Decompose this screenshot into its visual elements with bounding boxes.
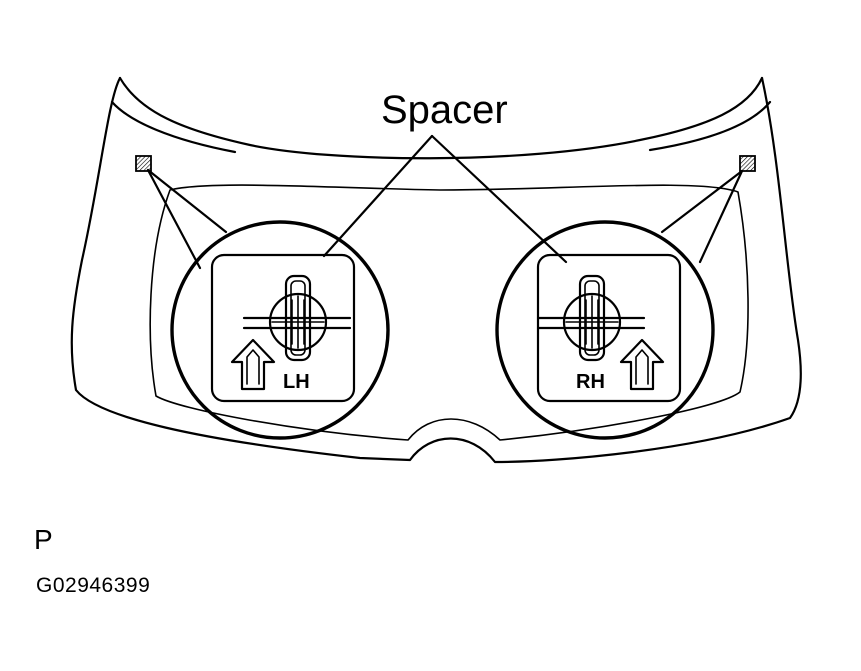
left-marker bbox=[135, 155, 152, 172]
left-detail-circle: LH bbox=[170, 220, 390, 440]
right-magnifier-pointer bbox=[660, 169, 744, 264]
view-letter: P bbox=[34, 524, 53, 555]
figure-code: G02946399 bbox=[36, 574, 151, 597]
left-spacer-clip bbox=[242, 274, 352, 362]
up-arrow-icon bbox=[619, 338, 665, 391]
right-side-label: RH bbox=[576, 371, 605, 393]
left-side-label: LH bbox=[283, 371, 310, 393]
spacer-callout: Spacer bbox=[322, 88, 568, 264]
right-detail-circle: RH bbox=[495, 220, 715, 440]
left-magnifier-pointer bbox=[146, 168, 228, 270]
spacer-callout-label: Spacer bbox=[381, 88, 508, 132]
panel-outline bbox=[70, 76, 802, 464]
right-marker bbox=[739, 155, 756, 172]
right-spacer-clip bbox=[536, 274, 646, 362]
up-arrow-icon bbox=[230, 338, 276, 391]
